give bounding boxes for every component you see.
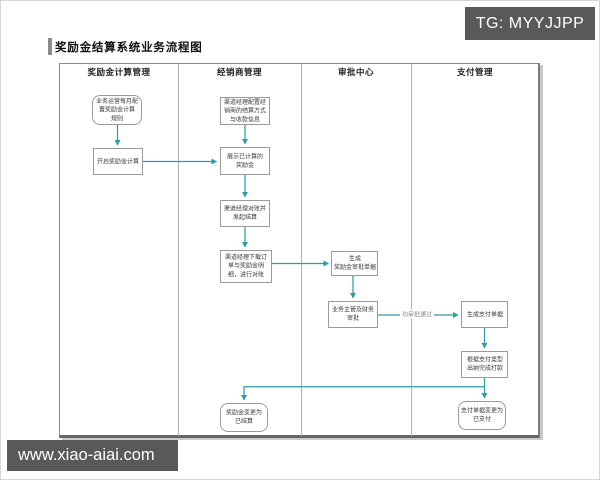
lane-divider-1 (178, 64, 179, 436)
flow-node-label: 生成 奖励金审批单据 (333, 255, 376, 271)
lane-divider-2 (301, 64, 302, 436)
page-title: 奖励金结算系统业务流程图 (55, 42, 203, 54)
flow-node-config-settlement-info: 渠道经理配置经 销商的结算方式 与收款信息 (220, 97, 270, 125)
flow-node-bonus-settled: 奖励金变更为 已结算 (220, 403, 268, 432)
lane-header-distributor: 经销商管理 (216, 67, 262, 77)
flow-node-supervisor-finance-approve: 业务主管及财务 审批 (328, 301, 378, 328)
flow-node-generate-approval-doc: 生成 奖励金审批单据 (331, 251, 378, 276)
flow-node-payment-doc-paid: 支付单据变更为 已支付 (458, 401, 506, 430)
flow-node-label: 展示已计算的 奖励金 (226, 152, 263, 169)
flow-node-label: 业务主管及财务 审批 (331, 306, 374, 322)
flow-node-label: 支付单据变更为 已支付 (460, 407, 503, 423)
flow-node-reconcile-and-initiate: 渠道经理对账并 发起结算 (220, 200, 270, 227)
flow-node-download-and-check: 渠道经理下载订 单与奖励金明 细，进行对账 (220, 250, 272, 283)
flow-node-generate-payment-doc: 生成支付单据 (461, 301, 508, 328)
flow-node-label: 渠道经理下载订 单与奖励金明 细，进行对账 (224, 253, 267, 279)
flowchart-frame (59, 63, 540, 438)
flow-node-label: 渠道经理对账并 发起结算 (223, 205, 266, 221)
flow-node-start-bonus-calculation: 开启奖励金计算 (93, 148, 143, 175)
flow-node-cashier-pay: 根据支付类型 出纳完成打款 (461, 351, 508, 378)
title-accent-bar (48, 38, 52, 55)
watermark-telegram: TG: MYYJJPP (465, 7, 595, 40)
flow-node-label: 生成支付单据 (466, 310, 503, 318)
lane-header-bonus-calculation: 奖励金计算管理 (87, 67, 151, 77)
edge-label-approved: 均审批通过 (399, 309, 435, 319)
lane-header-payment: 支付管理 (456, 67, 493, 77)
flow-node-label: 开启奖励金计算 (96, 157, 139, 165)
flow-node-label: 根据支付类型 出纳完成打款 (466, 356, 503, 372)
flow-node-label: 业务运营每月配 置奖励金计算 规则 (95, 97, 138, 122)
lane-header-approval-center: 审批中心 (337, 67, 374, 77)
lane-divider-3 (411, 64, 412, 436)
flow-node-show-calculated-bonus: 展示已计算的 奖励金 (220, 147, 270, 175)
flow-node-label: 渠道经理配置经 销商的结算方式 与收款信息 (223, 98, 266, 123)
watermark-website: www.xiao-aiai.com (7, 440, 178, 471)
flow-node-label: 奖励金变更为 已结算 (225, 409, 262, 425)
flow-node-config-bonus-rules: 业务运营每月配 置奖励金计算 规则 (92, 95, 142, 125)
